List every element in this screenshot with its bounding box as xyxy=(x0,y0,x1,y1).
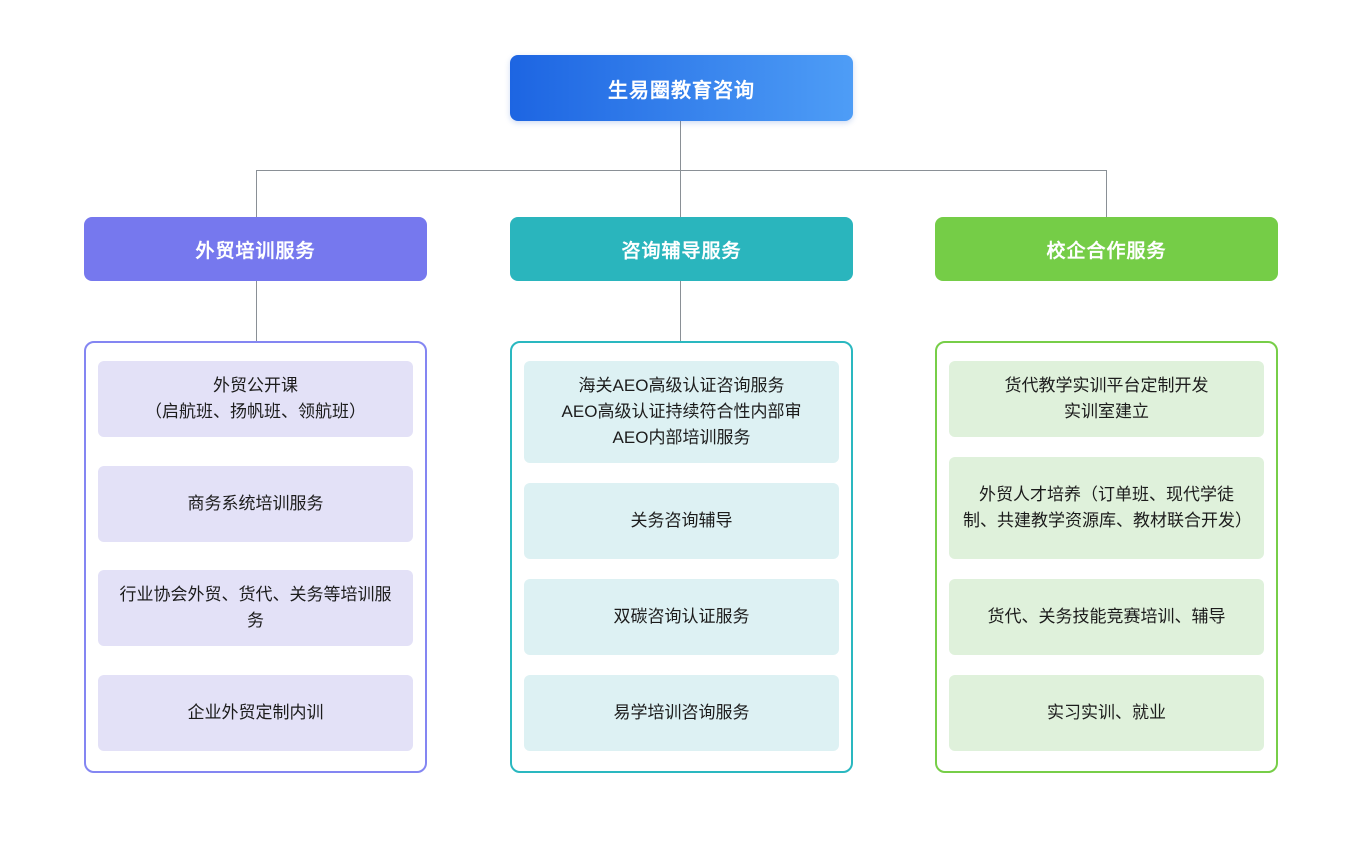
service-card: 海关AEO高级认证咨询服务 AEO高级认证持续符合性内部审 AEO内部培训服务 xyxy=(524,361,839,463)
service-card: 外贸人才培养（订单班、现代学徒制、共建教学资源库、教材联合开发） xyxy=(949,457,1264,559)
service-card: 实习实训、就业 xyxy=(949,675,1264,751)
connector-group-mid xyxy=(680,281,681,341)
service-card: 外贸公开课 （启航班、扬帆班、领航班） xyxy=(98,361,413,437)
branch-header-school-enterprise: 校企合作服务 xyxy=(935,217,1278,281)
connector-horizontal xyxy=(256,170,1107,171)
branch-group-trade-training: 外贸公开课 （启航班、扬帆班、领航班） 商务系统培训服务 行业协会外贸、货代、关… xyxy=(84,341,427,773)
connector-group-left xyxy=(256,281,257,341)
connector-drop-mid xyxy=(680,171,681,217)
connector-drop-left xyxy=(256,171,257,217)
connector-root-trunk xyxy=(680,121,681,171)
service-card: 商务系统培训服务 xyxy=(98,465,413,542)
service-card: 货代教学实训平台定制开发 实训室建立 xyxy=(949,361,1264,437)
connector-drop-right xyxy=(1106,171,1107,217)
service-card: 行业协会外贸、货代、关务等培训服务 xyxy=(98,570,413,647)
branch-header-consulting: 咨询辅导服务 xyxy=(510,217,853,281)
service-card: 货代、关务技能竞赛培训、辅导 xyxy=(949,579,1264,655)
branch-group-consulting: 海关AEO高级认证咨询服务 AEO高级认证持续符合性内部审 AEO内部培训服务 … xyxy=(510,341,853,773)
branch-group-school-enterprise: 货代教学实训平台定制开发 实训室建立 外贸人才培养（订单班、现代学徒制、共建教学… xyxy=(935,341,1278,773)
service-card: 企业外贸定制内训 xyxy=(98,674,413,751)
service-card: 易学培训咨询服务 xyxy=(524,675,839,751)
branch-header-trade-training: 外贸培训服务 xyxy=(84,217,427,281)
service-card: 双碳咨询认证服务 xyxy=(524,579,839,655)
service-card: 关务咨询辅导 xyxy=(524,483,839,559)
root-node: 生易圈教育咨询 xyxy=(510,55,853,121)
